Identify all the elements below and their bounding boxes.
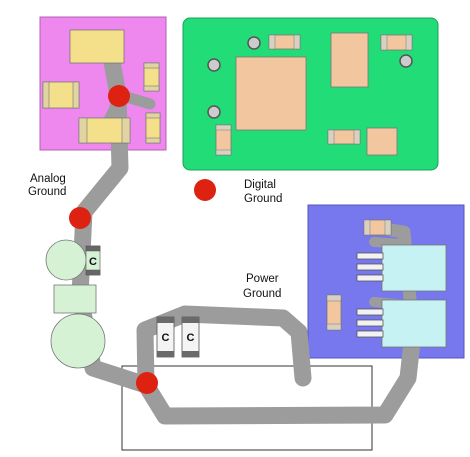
via-1 [247,36,261,50]
power-trace-mid [369,237,409,249]
digital-components [207,32,413,156]
regulator-pins [356,252,384,338]
trace-components [45,239,200,369]
ground-points [69,85,216,394]
capacitor-label-c1: C [89,256,97,268]
digital-ground-point [194,179,216,201]
via-2 [207,58,221,72]
digital-chip-small [366,127,398,156]
square-component [53,284,97,314]
main-ground-trace [137,324,422,425]
digital-chip-upper [330,32,369,88]
power-regulator-lower [381,299,447,348]
power-return-trace [136,305,312,394]
power-ground-label-line2: Ground [243,288,281,300]
power-regulator-upper [381,244,447,292]
analog-ground-label-line1: Analog [30,173,66,185]
analog-components [42,29,161,144]
round-component-small [45,239,87,281]
power-ground-label-line1: Power [246,273,279,285]
via-4 [399,54,413,68]
star-ground-point-upper [69,207,91,229]
star-ground-point-lower [136,372,158,394]
power-components [326,219,447,348]
analog-ground-label-line2: Ground [28,186,66,198]
digital-ground-label-line1: Digital [244,179,276,191]
capacitor-label-c2: C [162,332,170,344]
digital-ground-label-line2: Ground [244,193,282,205]
round-component-large [50,313,106,369]
analog-ground-point [108,85,130,107]
capacitor-label-c3: C [187,332,195,344]
analog-ic-large [69,29,125,64]
digital-vias [207,36,413,119]
digital-chip-main [235,56,307,131]
via-3 [207,105,221,119]
